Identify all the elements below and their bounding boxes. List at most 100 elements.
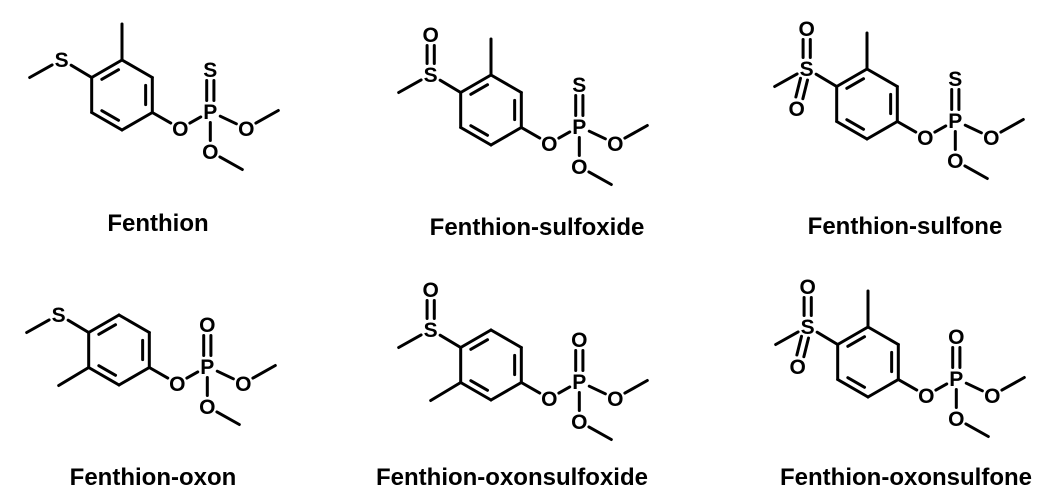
phosphoryl-oxygen: O [948,326,964,349]
ring-inner-bond [97,323,118,336]
o-methyl-bond [218,155,244,171]
o-methyl-bond [1000,376,1026,392]
methoxy-oxygen: O [984,385,1000,408]
o-p-bond [934,382,949,392]
ring-bond [459,381,493,402]
methoxy-oxygen: O [199,396,215,419]
methoxy-oxygen: O [571,156,587,179]
ring-bond [866,325,900,346]
phosphorus-atom: P [948,110,962,133]
o-methyl-bond [251,364,277,380]
s-methyl-bond [397,78,423,94]
ring-inner-bond [469,124,490,137]
c-o-bond [150,111,173,125]
o-methyl-bond [254,109,280,125]
c-s-bond [814,72,839,88]
phosphorus-atom: P [200,356,214,379]
molecule-name: Fenthion-oxon [70,464,237,489]
sulfur-atom: S [801,316,815,339]
s-methyl-bond [773,72,799,88]
molecule-name: Fenthion-sulfone [808,213,1003,240]
s-o-double-bond [802,336,811,359]
sulfur-atom: S [55,49,69,72]
ring-bond [459,126,493,147]
ester-oxygen: O [169,373,185,396]
thiono-sulfur: S [572,74,586,97]
o-methyl-bond [215,410,241,426]
ring-bond [120,111,154,132]
molecule-name: Fenthion-oxonsulfoxide [376,464,648,489]
ring-bond [90,58,124,79]
ring-inner-bond [97,364,118,377]
thiono-sulfur: S [203,59,217,82]
ester-oxygen: O [172,118,188,141]
phosphoryl-oxygen: O [199,314,215,337]
o-p-bond [933,124,948,134]
phosphoryl-oxygen: O [571,329,587,352]
sulfur-atom: S [424,64,438,87]
s-methyl-bond [25,318,51,334]
ring-inner-bond [100,109,121,122]
ring-inner-bond [469,83,490,96]
methoxy-oxygen: O [571,411,587,434]
s-methyl-bond [28,63,54,79]
s-o-double-bond [794,76,803,99]
o-methyl-bond [587,425,613,441]
sulfur-atom: S [424,319,438,342]
sulfoxide-oxygen: O [799,18,815,41]
c-o-bond [895,120,918,134]
o-methyl-bond [623,379,649,395]
ring-bond [835,67,869,88]
sulfone-oxygen: O [789,98,805,121]
ring-bond [836,325,870,346]
methoxy-oxygen: O [607,388,623,411]
ring-bond [459,328,493,349]
sulfur-atom: S [52,304,66,327]
thiono-sulfur: S [948,68,962,91]
ring-bond [117,366,151,387]
c-s-bond [69,63,94,79]
ester-oxygen: O [917,127,933,150]
molecule-name: Fenthion [107,210,208,237]
ring-inner-bond [845,77,866,90]
c-s-bond [438,333,463,349]
ring-bond [90,111,124,132]
p-o-bond [218,114,238,126]
ring-bond [835,120,869,141]
methoxy-oxygen: O [983,127,999,150]
molecule-name: Fenthion-sulfoxide [430,214,645,241]
sulfoxide-oxygen: O [800,276,816,299]
molecule-name: Fenthion-oxonsulfone [780,464,1032,489]
o-p-bond [188,115,203,125]
c-o-bond [896,378,919,392]
p-o-bond [587,384,607,396]
ring-bond [459,73,493,94]
phosphorus-atom: P [949,368,963,391]
ring-bond [87,366,121,387]
p-o-bond [964,381,984,393]
p-o-bond [215,369,235,381]
methoxy-oxygen: O [607,133,623,156]
ester-oxygen: O [541,133,557,156]
ring-bond [489,126,523,147]
ester-oxygen: O [918,385,934,408]
c-s-bond [815,330,840,346]
methoxy-oxygen: O [202,141,218,164]
sulfone-oxygen: O [790,356,806,379]
methoxy-oxygen: O [235,373,251,396]
o-p-bond [557,385,572,395]
o-methyl-bond [963,164,989,180]
sulfoxide-oxygen: O [423,24,439,47]
o-methyl-bond [999,118,1025,134]
ring-inner-bond [100,68,121,81]
sulfur-atom: S [800,58,814,81]
methoxy-oxygen: O [947,150,963,173]
o-methyl-bond [587,170,613,186]
o-methyl-bond [964,422,990,438]
ring-inner-bond [469,338,490,351]
ring-bond [87,313,121,334]
